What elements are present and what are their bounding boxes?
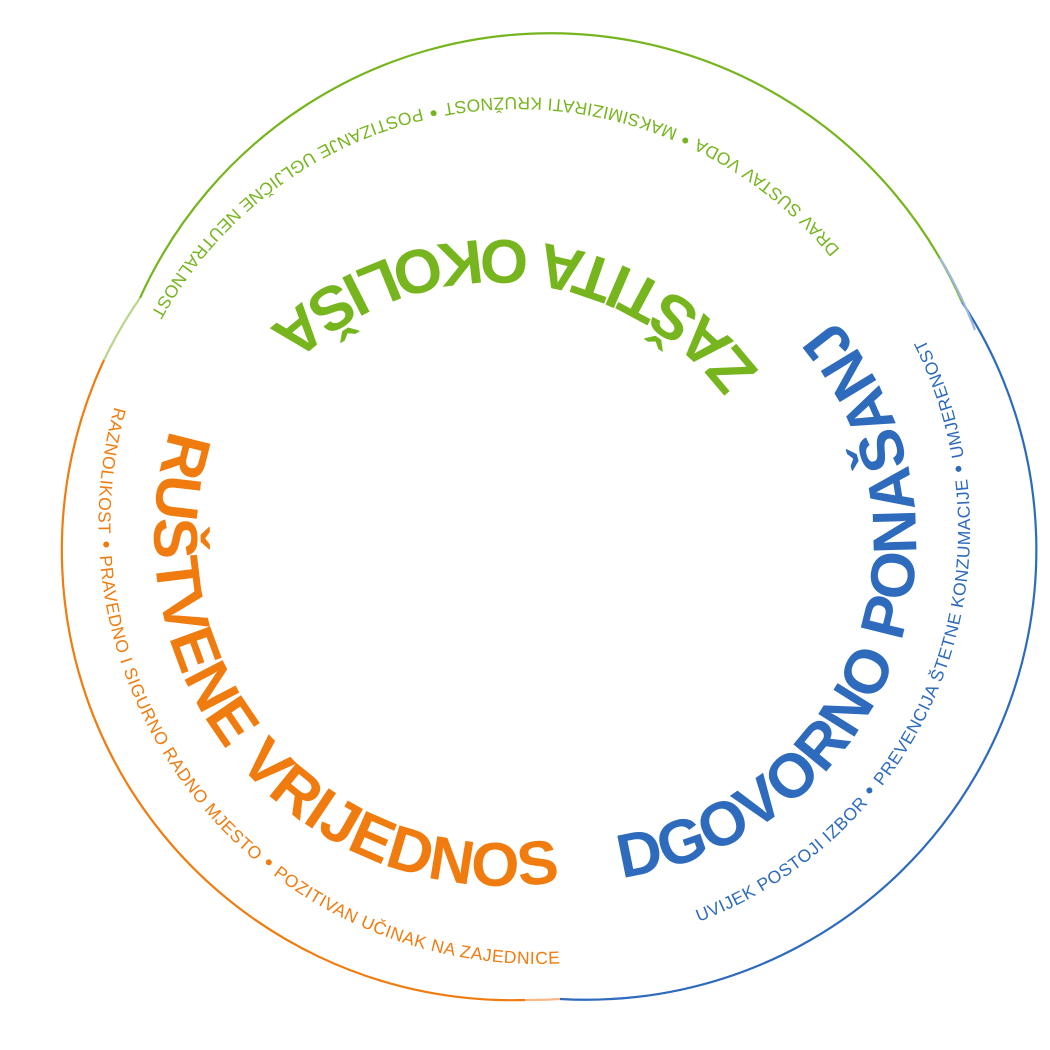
section-behaviour: ODGOVORNO PONAŠANJE UVIJEK POSTOJI IZBOR… (0, 0, 974, 926)
section-title-environment: ZAŠTITA OKOLIŠA (260, 225, 771, 406)
section-environment: ZAŠTITA OKOLIŠA ZDRAV SUSTAV VODA • MAKS… (0, 0, 843, 407)
section-title-social: DRUŠTVENE VRIJEDNOSTI (0, 0, 562, 900)
section-item: ZDRAV SUSTAV VODA (0, 0, 843, 260)
ring-segment-orange-fade (524, 997, 561, 1002)
outer-ring (60, 32, 1038, 1002)
ring-segment-blue (559, 301, 1038, 1001)
bullet-separator: • (94, 534, 120, 556)
section-item: UMJERENOST (910, 336, 968, 460)
ring-segment-blue-fade (939, 257, 977, 331)
section-item: MAKSIMIZIRATI KRUŽNOST (442, 93, 680, 144)
section-social: DRUŠTVENE VRIJEDNOSTI RAZNOLIKOST • PRAV… (0, 0, 562, 968)
section-title-behaviour: ODGOVORNO PONAŠANJE (0, 0, 931, 892)
section-item: RAZNOLIKOST (94, 406, 129, 535)
ring-segment-green-fade (103, 297, 141, 361)
ring-segment-orange (60, 359, 526, 1002)
bullet-separator: • (944, 456, 972, 481)
ring-segment-green (138, 32, 964, 303)
